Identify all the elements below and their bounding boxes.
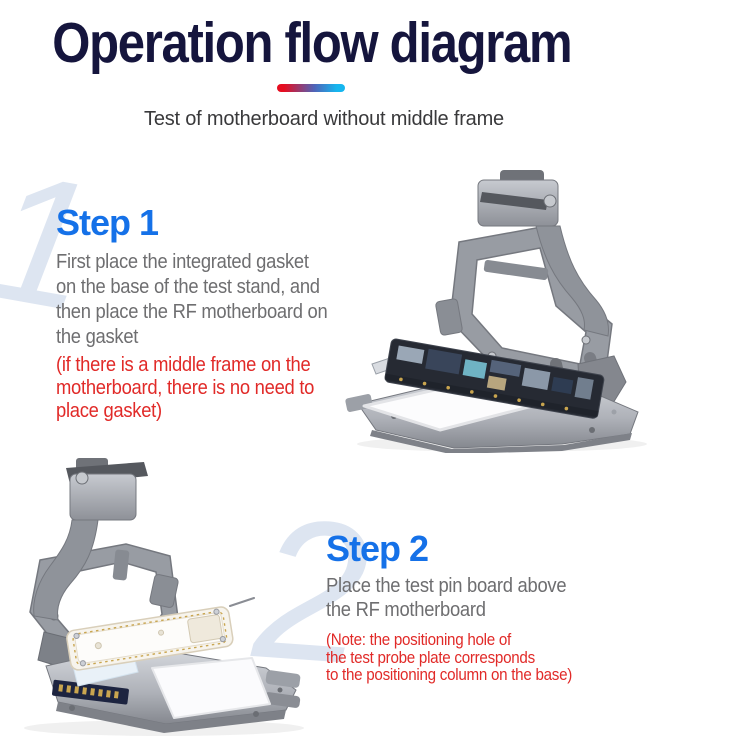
gradient-divider xyxy=(277,84,345,92)
step2-heading: Step 2 xyxy=(326,528,429,569)
step1-block: Step 1 First place the integrated gasket… xyxy=(56,202,476,423)
step2-test-stand-photo xyxy=(24,458,304,736)
step1-test-stand-photo xyxy=(345,170,647,453)
page-title: Operation flow diagram xyxy=(52,11,572,75)
step2-block: Step 2 Place the test pin board above th… xyxy=(326,528,746,685)
step2-note-red: (Note: the positioning hole of the test … xyxy=(326,631,573,684)
step1-description: First place the integrated gasket on the… xyxy=(56,251,328,348)
step2-description: Place the test pin board above the RF mo… xyxy=(326,575,567,621)
page-title-wrap: Operation flow diagram xyxy=(0,10,624,76)
step1-note-red: (if there is a middle frame on the mothe… xyxy=(56,354,315,422)
step1-heading: Step 1 xyxy=(56,202,159,243)
page-subtitle: Test of motherboard without middle frame xyxy=(144,108,504,130)
